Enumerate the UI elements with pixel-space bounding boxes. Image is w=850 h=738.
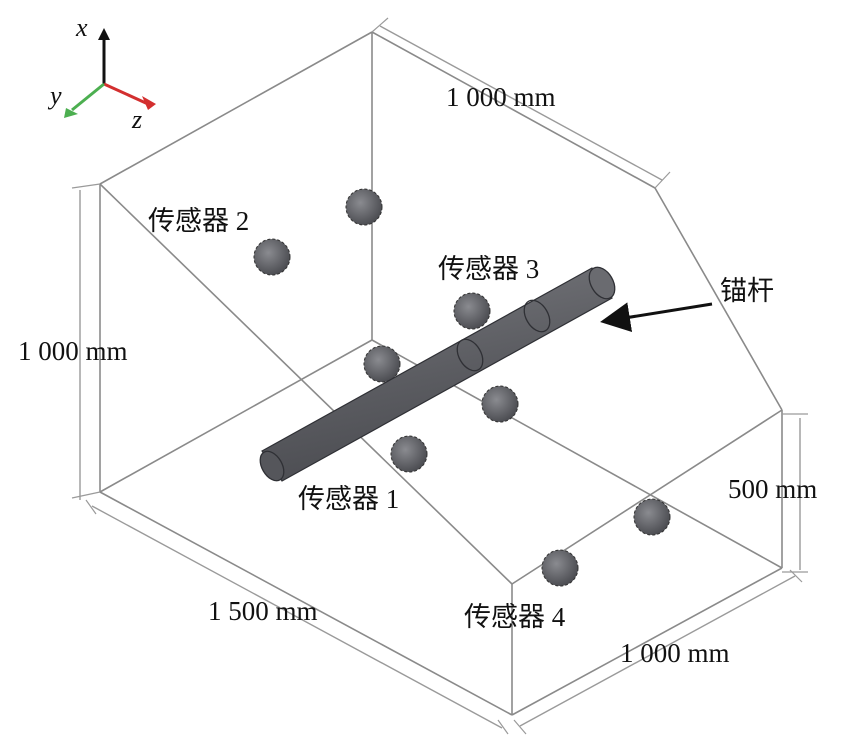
z-axis-arrow [103,82,149,106]
box-edge-bottom-front [99,491,513,716]
anchor-pointer-arrow [600,302,713,333]
box-edge-bottom-left [99,339,373,493]
axes-triad: x y z [47,13,156,134]
dim-label-bottom-depth: 1 000 mm [620,638,730,668]
sensor-label-4: 传感器 4 [464,602,566,632]
z-axis-label: z [131,105,142,134]
sensor-label-1: 传感器 1 [298,484,399,514]
box-edge-inner-diagonal [99,183,513,585]
sensor-ball [453,292,491,330]
anchor-rod-ring [523,299,551,333]
box-edge-top-back [371,31,656,189]
y-axis-label: y [47,81,62,110]
anchor-rod-end-cap [588,266,616,300]
dim-line-bottom-left [91,505,503,729]
box-edge-slope [654,187,783,411]
z-axis-arrowhead [142,96,156,110]
sensor-label-2: 传感器 2 [148,206,249,236]
dim-label-right: 500 mm [728,474,817,504]
dim-label-left: 1 000 mm [18,336,128,366]
sensor-label-3: 传感器 3 [438,254,539,284]
dim-line-bottom-right [519,575,796,727]
sensor-ball [253,238,291,276]
box-edge-left-top [99,31,373,185]
x-axis-arrowhead [98,28,110,40]
sensor-ball [363,345,401,383]
dim-line-top [379,25,663,181]
sensor-ball [633,498,671,536]
dim-label-top: 1 000 mm [446,82,556,112]
sensor-ball [481,385,519,423]
sensor-ball [541,549,579,587]
anchor-rod-near-cap [259,450,285,482]
dim-label-bottom-width: 1 500 mm [208,596,318,626]
sensor-ball [390,435,428,473]
anchor-label: 锚杆 [720,276,774,306]
y-axis-arrowhead [64,108,78,118]
anchor-rod-body [261,267,613,482]
y-axis-arrow [71,82,105,112]
sensor-balls [253,188,671,587]
x-axis-label: x [75,13,88,42]
sensor-ball [345,188,383,226]
box-edge-bottom-right [511,567,783,716]
anchor-rod-ring [456,338,484,372]
dimension-lines [71,17,808,735]
anchor-rod [259,266,616,482]
